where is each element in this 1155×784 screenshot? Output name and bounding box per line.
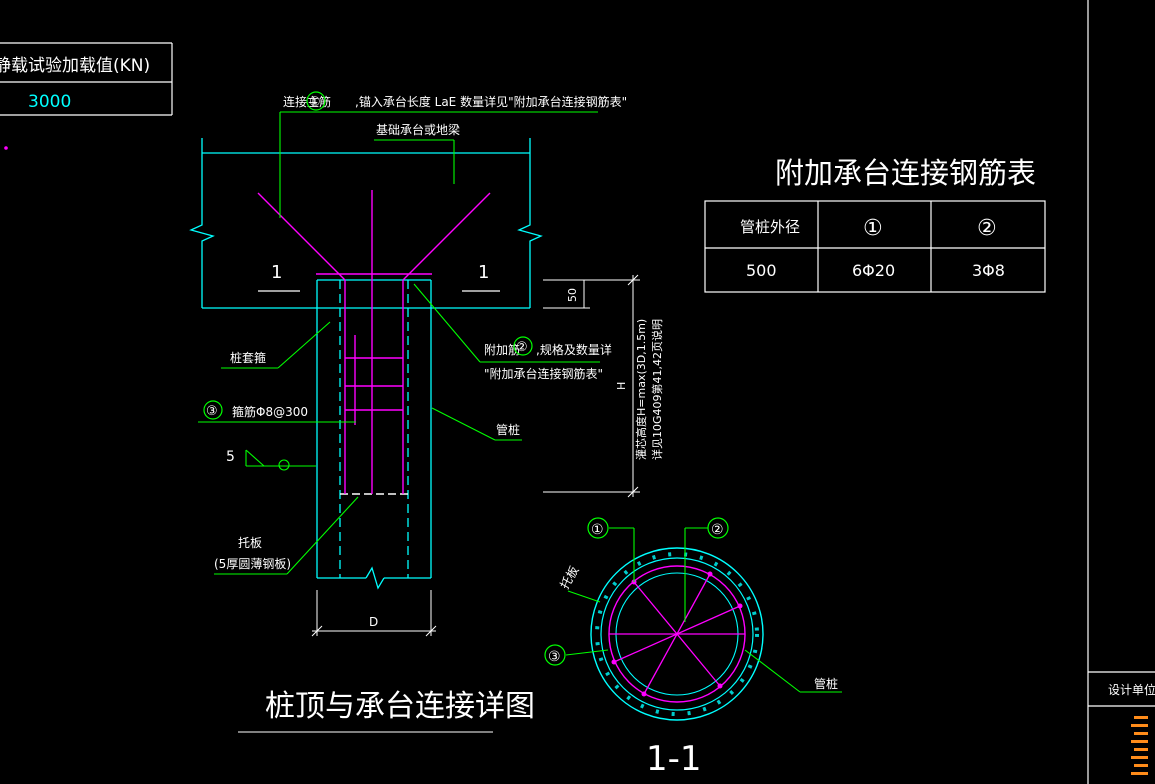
section-label-pipe: 管桩	[814, 676, 838, 691]
label-plate-note: (5厚圆薄钢板)	[214, 556, 291, 571]
section-num-3: ③	[548, 649, 561, 665]
label-cap: 基础承台或地梁	[376, 122, 460, 137]
label-plate: 托板	[238, 536, 262, 550]
rebar-table-header-2: ②	[977, 216, 997, 241]
callout-circle-3	[203, 400, 223, 420]
callout-circle-2	[513, 336, 533, 356]
detail-title: 桩顶与承台连接详图	[265, 689, 535, 724]
rebar-table-cell: 6Φ20	[852, 261, 895, 280]
pipe-pile-outline	[316, 279, 432, 590]
rebar-table-grid	[704, 200, 1046, 293]
section-num-2: ②	[711, 522, 724, 538]
pile-cap-outline	[189, 138, 543, 309]
label-add-bar: 附加筋	[484, 342, 520, 357]
section-mark-right: 1	[478, 262, 489, 283]
section-callout-circle-2	[707, 517, 729, 539]
rebar-table-row: 500 6Φ20 3Φ8	[746, 261, 1005, 280]
dim-top: 50	[566, 288, 579, 302]
dim-h: H	[615, 382, 628, 390]
leader-lines	[198, 111, 600, 575]
marker-dot	[4, 146, 8, 150]
section-num-1: ①	[591, 522, 604, 538]
dimension-lines	[311, 274, 640, 637]
load-table-header: 静载试验加载值(KN)	[0, 56, 150, 76]
load-table	[0, 42, 173, 116]
rebar-table-title: 附加承台连接钢筋表	[775, 156, 1036, 190]
rebar-table-cell: 500	[746, 261, 777, 280]
rebar-table-cell: 3Φ8	[972, 261, 1005, 280]
callout-num-3: ③	[206, 404, 218, 419]
logo-icon	[1131, 716, 1148, 775]
section-rebar-lines	[609, 573, 745, 695]
rebar-lines	[257, 190, 491, 494]
section-label-plate: 托板	[557, 564, 581, 592]
rebar-table-header-1: ①	[863, 216, 883, 241]
section-leaders	[565, 527, 842, 693]
label-add-bar-note2: "附加承台连接钢筋表"	[484, 366, 603, 381]
label-add-bar-note1: ,规格及数量详	[536, 342, 612, 357]
dim-h-note1: 灌芯高度H=max(3D,1.5m)	[634, 319, 648, 460]
rebar-table-header-row: 管桩外径 ① ②	[740, 216, 997, 241]
section-callout-circle-3	[544, 644, 566, 666]
callout-num-1: ①	[309, 95, 321, 110]
label-pile-fill: 桩套箍	[230, 350, 266, 365]
callout-circle-1	[306, 91, 326, 111]
section-title: 1-1	[646, 739, 702, 779]
section-mark-left: 1	[271, 262, 282, 283]
dim-d: D	[369, 615, 378, 629]
rebar-table-header-0: 管桩外径	[740, 218, 800, 236]
label-main-bar-note: ,锚入承台长度 LaE 数量详见"附加承台连接钢筋表"	[355, 94, 627, 109]
label-stirrup: 箍筋Φ8@300	[232, 404, 308, 419]
load-table-value: 3000	[28, 92, 71, 112]
callout-num-2: ②	[516, 340, 528, 355]
drawing-frame	[1087, 0, 1155, 784]
sidebar-label: 设计单位	[1108, 682, 1155, 697]
label-weld-size: 5	[226, 449, 235, 465]
section-callout-circle-1	[587, 517, 609, 539]
label-pipe-pile: 管桩	[496, 422, 520, 437]
dim-h-note2: 详见10G409第41,42页说明	[650, 319, 664, 460]
